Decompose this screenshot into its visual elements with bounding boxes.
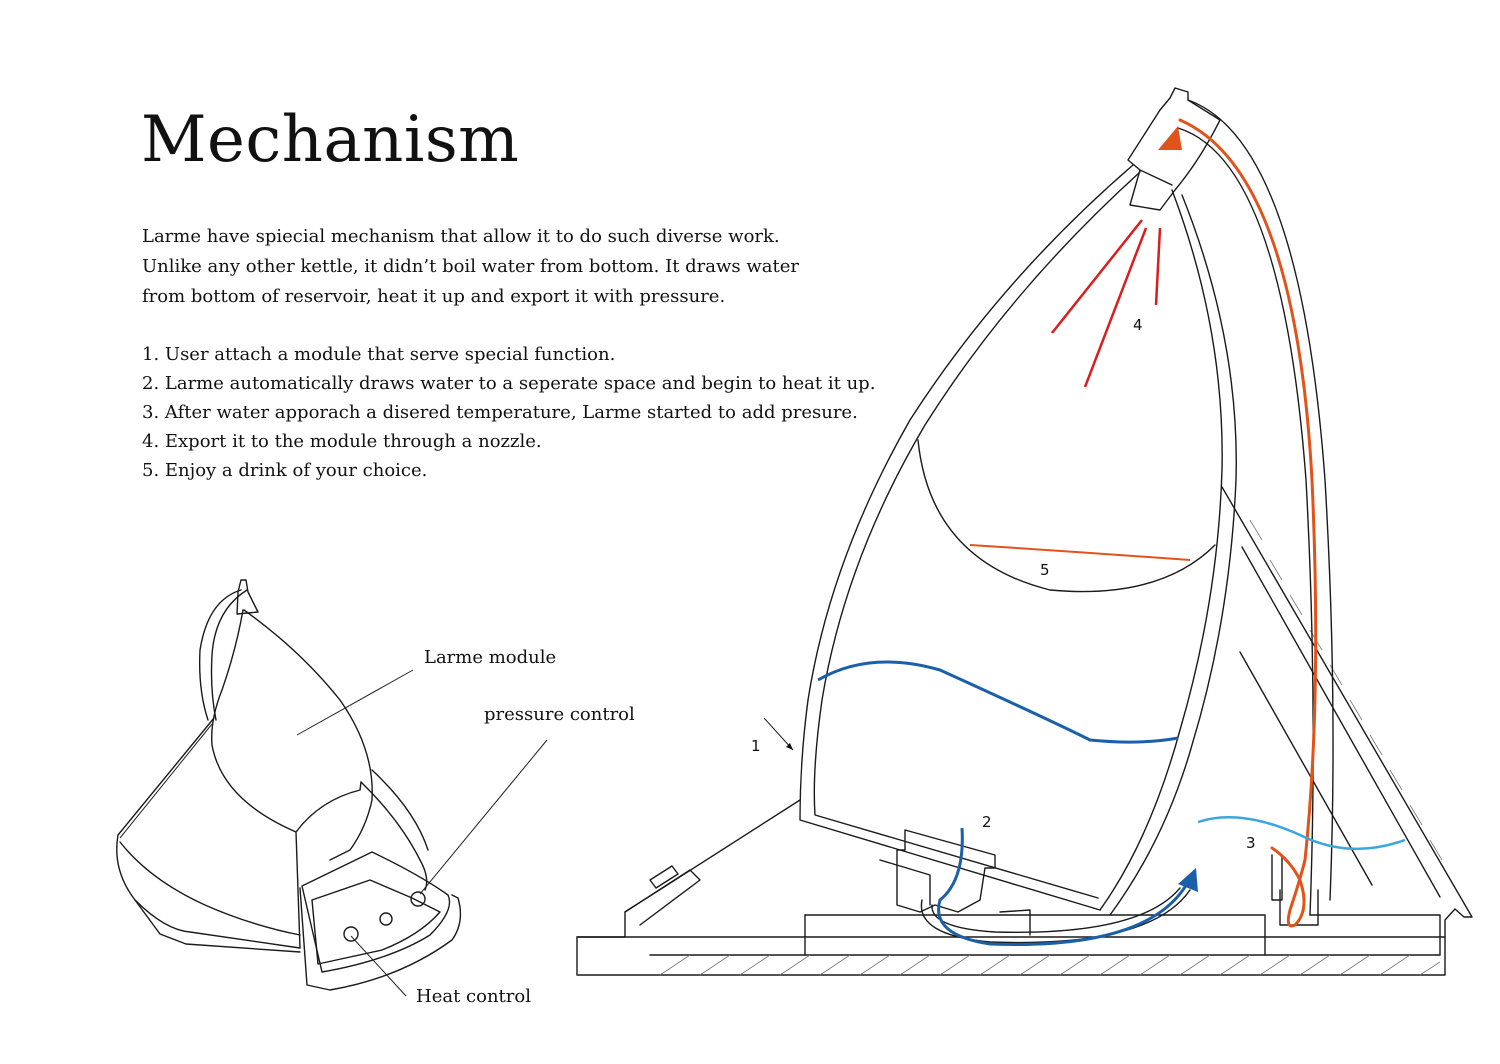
leader-line bbox=[296, 669, 414, 736]
marker-1-arrow bbox=[763, 717, 794, 751]
step-item: 2. Larme automatically draws water to a … bbox=[142, 373, 876, 394]
pressure-control-knob bbox=[410, 891, 426, 907]
steam-line bbox=[1083, 227, 1148, 388]
return-pipe bbox=[1187, 99, 1334, 901]
intro-line: from bottom of reservoir, heat it up and… bbox=[142, 286, 726, 307]
leader-line bbox=[350, 935, 407, 997]
pump-assembly bbox=[896, 829, 996, 913]
reservoir-outer-wall bbox=[799, 164, 1134, 911]
heat-control-knob bbox=[343, 926, 359, 942]
marker-4: 4 bbox=[1133, 316, 1143, 334]
steps-list: 1. User attach a module that serve speci… bbox=[142, 340, 922, 485]
step-item: 3. After water apporach a disered temper… bbox=[142, 402, 858, 423]
drink-level bbox=[969, 544, 1191, 561]
reservoir-inner-wall bbox=[1099, 189, 1223, 911]
draw-path bbox=[937, 827, 1190, 946]
label-pressure-control: pressure control bbox=[484, 704, 635, 725]
water-level bbox=[817, 660, 1179, 744]
heat-path bbox=[1178, 118, 1318, 928]
label-larme-module: Larme module bbox=[424, 647, 557, 668]
drink-cup bbox=[917, 439, 1216, 593]
steam-line bbox=[1051, 219, 1143, 334]
nozzle-head bbox=[1127, 87, 1221, 211]
kettle-handle bbox=[199, 589, 242, 721]
steam-line bbox=[1154, 227, 1162, 306]
flows bbox=[763, 118, 1406, 946]
marker-1: 1 bbox=[751, 737, 761, 755]
draw-arrow bbox=[1178, 868, 1198, 892]
marker-3: 3 bbox=[1246, 834, 1256, 852]
leader-line bbox=[419, 739, 548, 895]
page-title: Mechanism bbox=[141, 103, 520, 177]
kettle-perspective bbox=[116, 579, 548, 997]
intro-paragraph: Larme have spiecial mechanism that allow… bbox=[142, 222, 902, 312]
outer-water-line bbox=[1197, 815, 1406, 851]
kettle-section bbox=[576, 87, 1473, 976]
marker-2: 2 bbox=[982, 813, 992, 831]
kettle-nozzle bbox=[236, 579, 259, 615]
label-heat-control: Heat control bbox=[416, 986, 531, 1007]
outer-cone bbox=[576, 486, 1473, 976]
control-panel bbox=[301, 851, 451, 973]
kettle-base-cone bbox=[116, 717, 362, 949]
step-item: 4. Export it to the module through a noz… bbox=[142, 431, 542, 452]
intro-line: Larme have spiecial mechanism that allow… bbox=[142, 226, 780, 247]
intro-line: Unlike any other kettle, it didn’t boil … bbox=[142, 256, 800, 277]
heat-arrow bbox=[1158, 126, 1182, 150]
heating-channel bbox=[920, 889, 1191, 944]
kettle-teardrop-body bbox=[211, 609, 297, 833]
step-item: 1. User attach a module that serve speci… bbox=[142, 344, 616, 365]
center-knob bbox=[379, 912, 393, 926]
base-hatching bbox=[659, 519, 1443, 976]
step-item: 5. Enjoy a drink of your choice. bbox=[142, 460, 428, 481]
marker-5: 5 bbox=[1040, 561, 1050, 579]
